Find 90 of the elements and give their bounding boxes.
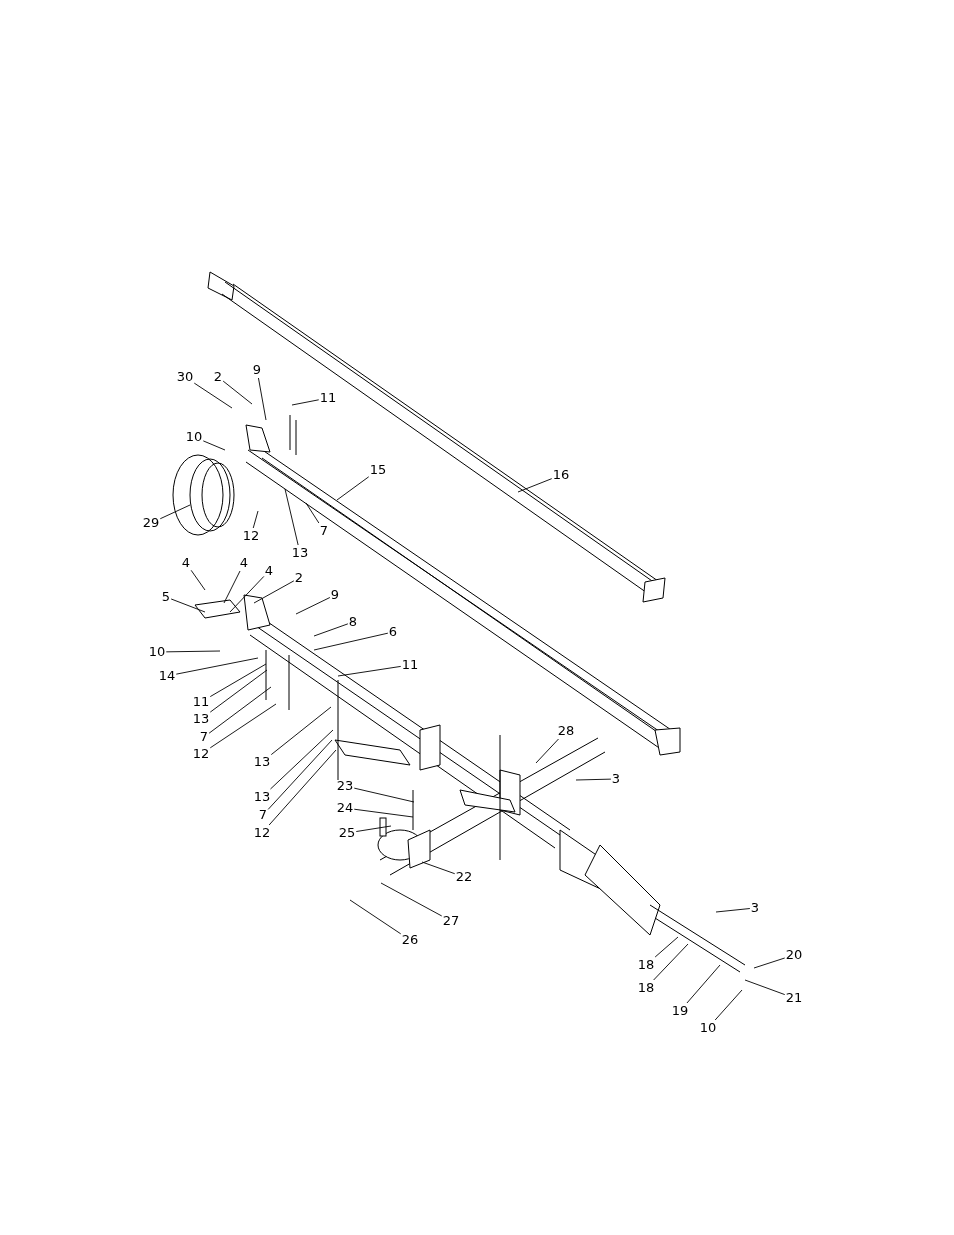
callout-number: 16: [552, 468, 570, 482]
leader-line: [170, 598, 206, 613]
leader-line: [380, 882, 443, 917]
callout-number: 10: [148, 645, 166, 659]
leader-line: [175, 657, 259, 675]
callout-number: 4: [181, 556, 191, 570]
callout-number: 20: [785, 948, 803, 962]
leader-line: [336, 476, 370, 501]
leader-line: [202, 440, 226, 451]
callout-number: 8: [348, 615, 358, 629]
callout-number: 12: [253, 826, 271, 840]
callout-number: 18: [637, 981, 655, 995]
leader-line: [165, 650, 221, 653]
callout-number: 6: [388, 625, 398, 639]
leader-line: [223, 570, 241, 604]
leader-line: [258, 377, 267, 421]
callout-number: 5: [161, 590, 171, 604]
callout-number: 30: [176, 370, 194, 384]
callout-number: 4: [264, 564, 274, 578]
leader-line: [355, 825, 392, 832]
leader-line: [715, 908, 751, 913]
callout-number: 2: [294, 571, 304, 585]
leader-line: [421, 861, 456, 875]
callout-number: 7: [319, 524, 329, 538]
callout-number: 7: [258, 808, 268, 822]
callout-number: 10: [699, 1021, 717, 1035]
leader-line: [270, 729, 334, 790]
leader-line: [575, 778, 612, 781]
callout-number: 26: [401, 933, 419, 947]
callout-number: 11: [319, 391, 337, 405]
leader-line: [714, 989, 743, 1021]
callout-number: 13: [253, 755, 271, 769]
callout-number: 22: [455, 870, 473, 884]
leader-line: [209, 663, 267, 698]
callout-number: 25: [338, 826, 356, 840]
callout-number: 12: [242, 529, 260, 543]
leader-line: [535, 738, 559, 764]
callout-number: 9: [252, 363, 262, 377]
callout-number: 7: [199, 730, 209, 744]
leader-line: [653, 943, 689, 981]
leader-line: [209, 703, 277, 749]
callout-number: 11: [401, 658, 419, 672]
callout-number: 13: [192, 712, 210, 726]
callout-number: 19: [671, 1004, 689, 1018]
callout-number: 11: [192, 695, 210, 709]
leader-line: [268, 749, 337, 826]
leader-line: [193, 382, 233, 409]
leader-line: [517, 478, 553, 493]
leader-line: [353, 808, 414, 818]
leader-line: [229, 575, 265, 613]
leader-line: [208, 686, 272, 734]
leader-line: [353, 787, 415, 803]
leader-line: [291, 399, 320, 406]
callout-number: 3: [750, 901, 760, 915]
callout-number: 14: [158, 669, 176, 683]
callout-number: 2: [213, 370, 223, 384]
callout-number: 13: [253, 790, 271, 804]
callout-number: 24: [336, 801, 354, 815]
callout-number: 13: [291, 546, 309, 560]
leader-line: [337, 665, 402, 677]
callout-number: 9: [330, 588, 340, 602]
leader-line: [209, 669, 268, 713]
leader-line: [270, 706, 332, 756]
callout-number: 23: [336, 779, 354, 793]
leader-line: [159, 504, 191, 520]
leader-line: [349, 899, 402, 935]
leader-line: [305, 502, 320, 524]
leader-line: [252, 510, 259, 529]
callout-number: 18: [637, 958, 655, 972]
leader-line: [744, 979, 786, 996]
leader-line: [222, 380, 253, 405]
callout-number: 29: [142, 516, 160, 530]
callout-number: 15: [369, 463, 387, 477]
callout-number: 3: [611, 772, 621, 786]
leader-line: [686, 964, 721, 1004]
leader-line: [313, 632, 389, 651]
callout-number: 28: [557, 724, 575, 738]
callout-number: 12: [192, 747, 210, 761]
leader-line: [313, 623, 349, 637]
leader-line: [284, 488, 299, 546]
callout-number: 4: [239, 556, 249, 570]
leader-line: [267, 739, 333, 810]
leader-line: [253, 580, 295, 604]
leader-line: [190, 569, 206, 591]
callout-number: 27: [442, 914, 460, 928]
leader-line: [654, 936, 679, 958]
callout-number: 10: [185, 430, 203, 444]
leader-line: [753, 957, 786, 969]
callout-number: 21: [785, 991, 803, 1005]
leader-line: [295, 597, 331, 615]
